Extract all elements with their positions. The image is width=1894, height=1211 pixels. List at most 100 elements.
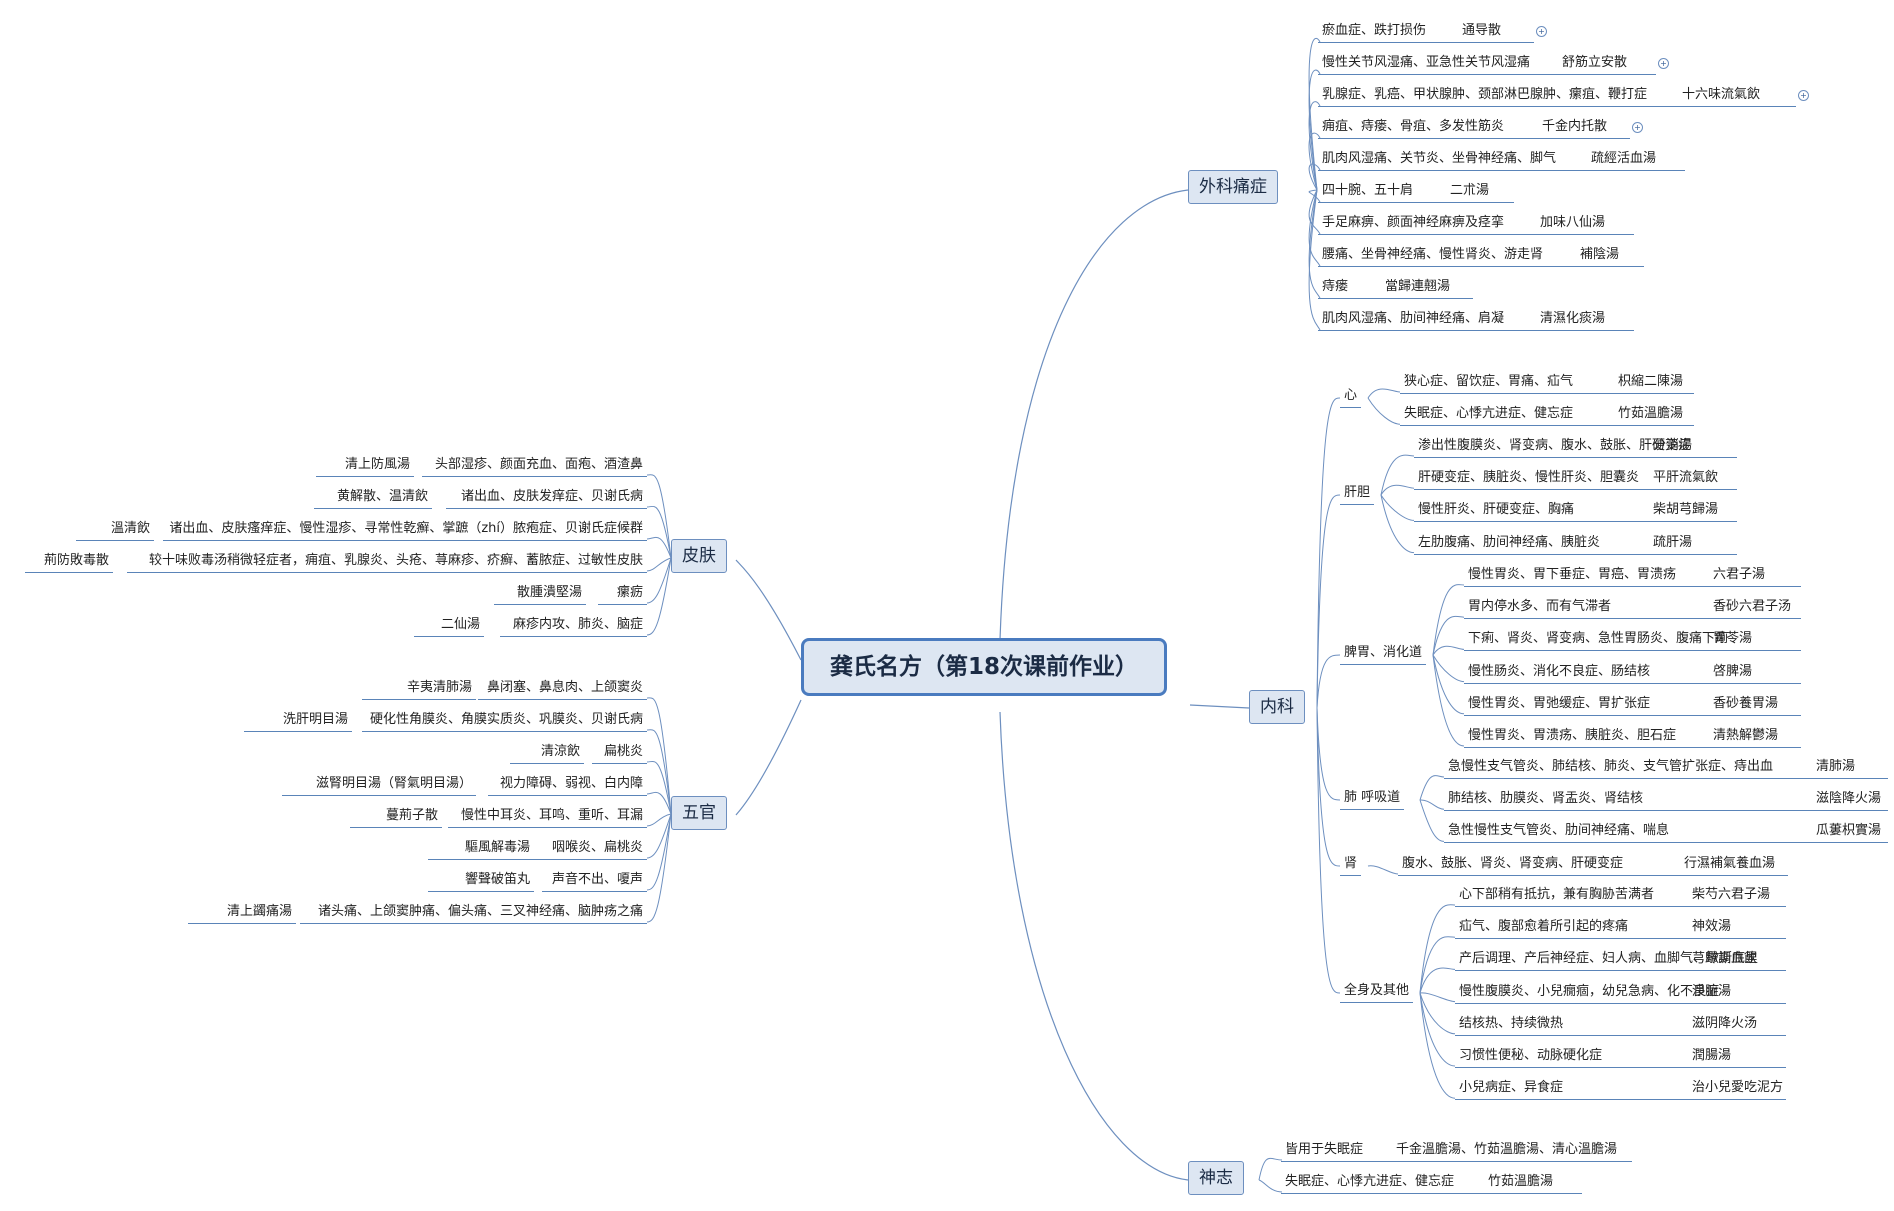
- waike-formula[interactable]: 二朮湯: [1446, 183, 1514, 203]
- neike-formula[interactable]: 行濕補氣養血湯: [1680, 856, 1788, 876]
- expand-icon[interactable]: +: [1798, 90, 1809, 101]
- waike-symptom[interactable]: 慢性关节风湿痛、亚急性关节风湿痛: [1318, 55, 1564, 75]
- neike-symptom[interactable]: 心下部稍有抵抗，兼有胸胁苦满者: [1455, 887, 1688, 907]
- neike-group-label[interactable]: 心: [1340, 388, 1362, 408]
- pifu-formula[interactable]: 清上防風湯: [316, 457, 414, 477]
- waike-symptom[interactable]: 乳腺症、乳癌、甲状腺肿、颈部淋巴腺肿、瘰疽、鞭打症: [1318, 87, 1684, 107]
- neike-formula[interactable]: 清熱解鬱湯: [1709, 728, 1801, 748]
- waike-symptom[interactable]: 手足麻痹、颜面神经麻痹及痉挛: [1318, 215, 1542, 235]
- neike-formula[interactable]: 柴胡芎歸湯: [1649, 502, 1737, 523]
- pifu-formula[interactable]: 荊防敗毒散: [25, 553, 113, 573]
- neike-formula[interactable]: 瓜蔞枳實湯: [1812, 823, 1888, 844]
- waike-symptom[interactable]: 肌肉风湿痛、肋间神经痛、肩凝: [1318, 311, 1542, 331]
- pifu-formula[interactable]: 二仙湯: [414, 617, 484, 637]
- neike-formula[interactable]: 胃苓湯: [1709, 631, 1801, 652]
- neike-symptom[interactable]: 慢性胃炎、胃弛缓症、胃扩张症: [1464, 696, 1709, 716]
- pifu-symptom[interactable]: 诸出血、皮肤瘙痒症、慢性湿疹、寻常性乾癬、掌蹠（zhí）脓疱症、贝谢氏症候群: [163, 521, 647, 541]
- neike-symptom[interactable]: 小兒病症、异食症: [1455, 1080, 1688, 1101]
- neike-symptom[interactable]: 习惯性便秘、动脉硬化症: [1455, 1048, 1688, 1068]
- neike-group-label[interactable]: 肺 呼吸道: [1340, 790, 1405, 810]
- waike-symptom[interactable]: 肌肉风湿痛、关节炎、坐骨神经痛、脚气: [1318, 151, 1593, 171]
- neike-group-label[interactable]: 肾: [1340, 856, 1362, 876]
- neike-formula[interactable]: 芎歸調血飲: [1688, 951, 1786, 972]
- pifu-symptom[interactable]: 头部湿疹、颜面充血、面疱、酒渣鼻: [422, 457, 647, 477]
- neike-symptom[interactable]: 下痢、肾炎、肾变病、急性胃肠炎、腹痛下痢: [1464, 631, 1728, 652]
- waike-formula[interactable]: 加味八仙湯: [1536, 215, 1634, 235]
- wuguan-formula[interactable]: 滋腎明目湯（腎氣明目湯）: [282, 776, 476, 796]
- pifu-symptom[interactable]: 瘰疬: [598, 585, 647, 605]
- neike-formula[interactable]: 滋陰降火湯: [1812, 791, 1888, 812]
- pifu-formula[interactable]: 散腫潰堅湯: [494, 585, 586, 605]
- waike-formula[interactable]: 通导散: [1458, 23, 1534, 43]
- neike-symptom[interactable]: 疝气、腹部愈着所引起的疼痛: [1455, 919, 1688, 940]
- expand-icon[interactable]: +: [1536, 26, 1547, 37]
- neike-group-label[interactable]: 脾胃、消化道: [1340, 645, 1427, 665]
- wuguan-formula[interactable]: 清上蠲痛湯: [188, 904, 296, 924]
- wuguan-formula[interactable]: 蔓荊子散: [350, 808, 442, 828]
- branch-shenzhi[interactable]: 神志: [1188, 1161, 1244, 1195]
- neike-formula[interactable]: 柴芍六君子湯: [1688, 887, 1786, 907]
- neike-formula[interactable]: 啓脾湯: [1709, 664, 1801, 684]
- wuguan-formula[interactable]: 辛夷清肺湯: [362, 680, 476, 700]
- neike-symptom[interactable]: 渗出性腹膜炎、肾变病、腹水、鼓胀、肝硬变症: [1414, 438, 1691, 458]
- shenzhi-symptom[interactable]: 皆用于失眠症: [1281, 1142, 1392, 1162]
- wuguan-symptom[interactable]: 鼻闭塞、鼻息肉、上颌窦炎: [478, 680, 647, 700]
- pifu-symptom[interactable]: 麻疹内攻、肺炎、脑症: [500, 617, 647, 637]
- central-topic[interactable]: 龚氏名方（第18次课前作业）: [801, 638, 1168, 696]
- branch-neike[interactable]: 内科: [1249, 690, 1305, 724]
- expand-icon[interactable]: +: [1658, 58, 1669, 69]
- neike-symptom[interactable]: 慢性腹膜炎、小兒癇痼，幼兒急病、化不良症: [1455, 984, 1719, 1004]
- pifu-symptom[interactable]: 诸出血、皮肤发痒症、贝谢氏病: [446, 489, 647, 509]
- waike-formula[interactable]: 補陰湯: [1576, 247, 1644, 267]
- neike-formula[interactable]: 清肺湯: [1812, 759, 1888, 779]
- pifu-formula[interactable]: 溫清飲: [76, 521, 154, 541]
- neike-symptom[interactable]: 腹水、鼓胀、肾炎、肾变病、肝硬变症: [1398, 856, 1680, 876]
- pifu-formula[interactable]: 黄解散、温清飲: [314, 489, 432, 509]
- neike-formula[interactable]: 香砂養胃湯: [1709, 696, 1801, 716]
- neike-symptom[interactable]: 急慢性支气管炎、肺结核、肺炎、支气管扩张症、痔出血: [1444, 759, 1812, 779]
- neike-formula[interactable]: 神效湯: [1688, 919, 1786, 940]
- neike-formula[interactable]: 治小兒愛吃泥方: [1688, 1080, 1786, 1101]
- neike-group-label[interactable]: 肝胆: [1340, 485, 1375, 505]
- neike-symptom[interactable]: 慢性肠炎、消化不良症、肠结核: [1464, 664, 1709, 684]
- shenzhi-formula[interactable]: 千金溫膽湯、竹茹溫膽湯、清心溫膽湯: [1392, 1142, 1632, 1162]
- neike-symptom[interactable]: 肝硬变症、胰脏炎、慢性肝炎、胆囊炎: [1414, 470, 1649, 491]
- pifu-symptom[interactable]: 较十味败毒汤稍微轻症者，痈疽、乳腺炎、头疮、荨麻疹、疥癬、蓄脓症、过敏性皮肤: [127, 553, 647, 573]
- neike-group-label[interactable]: 全身及其他: [1340, 983, 1414, 1003]
- waike-symptom[interactable]: 瘀血症、跌打损伤: [1318, 23, 1464, 43]
- neike-formula[interactable]: 竹茹溫膽湯: [1614, 406, 1694, 427]
- waike-formula[interactable]: 疏經活血湯: [1587, 151, 1685, 171]
- shenzhi-formula[interactable]: 竹茹溫膽湯: [1484, 1174, 1582, 1194]
- shenzhi-symptom[interactable]: 失眠症、心悸亢进症、健忘症: [1281, 1174, 1484, 1194]
- neike-symptom[interactable]: 狭心症、留饮症、胃痛、疝气: [1400, 374, 1614, 394]
- branch-wuguan[interactable]: 五官: [671, 796, 727, 830]
- neike-symptom[interactable]: 急性慢性支气管炎、肋间神经痛、喘息: [1444, 823, 1812, 844]
- waike-symptom[interactable]: 痈疽、痔瘘、骨疽、多发性筋炎: [1318, 119, 1544, 139]
- neike-formula[interactable]: 香砂六君子汤: [1709, 599, 1801, 620]
- neike-symptom[interactable]: 慢性胃炎、胃下垂症、胃癌、胃溃疡: [1464, 567, 1709, 587]
- wuguan-symptom[interactable]: 诸头痛、上颌窦肿痛、偏头痛、三叉神经痛、脑肿疡之痛: [300, 904, 647, 924]
- neike-formula[interactable]: 淨腑湯: [1688, 984, 1786, 1004]
- neike-formula[interactable]: 潤腸湯: [1688, 1048, 1786, 1068]
- wuguan-symptom[interactable]: 咽喉炎、扁桃炎: [532, 840, 647, 860]
- branch-waike[interactable]: 外科痛症: [1188, 170, 1278, 204]
- expand-icon[interactable]: +: [1632, 122, 1643, 133]
- neike-symptom[interactable]: 肺结核、肋膜炎、肾盂炎、肾结核: [1444, 791, 1812, 812]
- wuguan-symptom[interactable]: 声音不出、嗄声: [542, 872, 647, 892]
- wuguan-symptom[interactable]: 慢性中耳炎、耳鸣、重听、耳漏: [448, 808, 647, 828]
- waike-formula[interactable]: 十六味流氣飲: [1678, 87, 1796, 107]
- neike-symptom[interactable]: 失眠症、心悸亢进症、健忘症: [1400, 406, 1614, 427]
- neike-symptom[interactable]: 慢性胃炎、胃溃疡、胰脏炎、胆石症: [1464, 728, 1709, 748]
- waike-formula[interactable]: 清濕化痰湯: [1536, 311, 1634, 331]
- neike-symptom[interactable]: 结核热、持续微热: [1455, 1016, 1688, 1036]
- neike-formula[interactable]: 平肝流氣飲: [1649, 470, 1737, 491]
- neike-symptom[interactable]: 产后调理、产后神经症、妇人病、血脚气、歇斯底里: [1455, 951, 1758, 972]
- waike-symptom[interactable]: 腰痛、坐骨神经痛、慢性肾炎、游走肾: [1318, 247, 1582, 267]
- wuguan-symptom[interactable]: 视力障碍、弱视、白内障: [488, 776, 647, 796]
- neike-formula[interactable]: 六君子湯: [1709, 567, 1801, 587]
- neike-symptom[interactable]: 慢性肝炎、肝硬变症、胸痛: [1414, 502, 1649, 523]
- neike-symptom[interactable]: 左肋腹痛、肋间神经痛、胰脏炎: [1414, 535, 1649, 555]
- wuguan-symptom[interactable]: 扁桃炎: [592, 744, 647, 764]
- waike-formula[interactable]: 當歸連翹湯: [1381, 279, 1473, 299]
- waike-formula[interactable]: 千金内托散: [1538, 119, 1630, 139]
